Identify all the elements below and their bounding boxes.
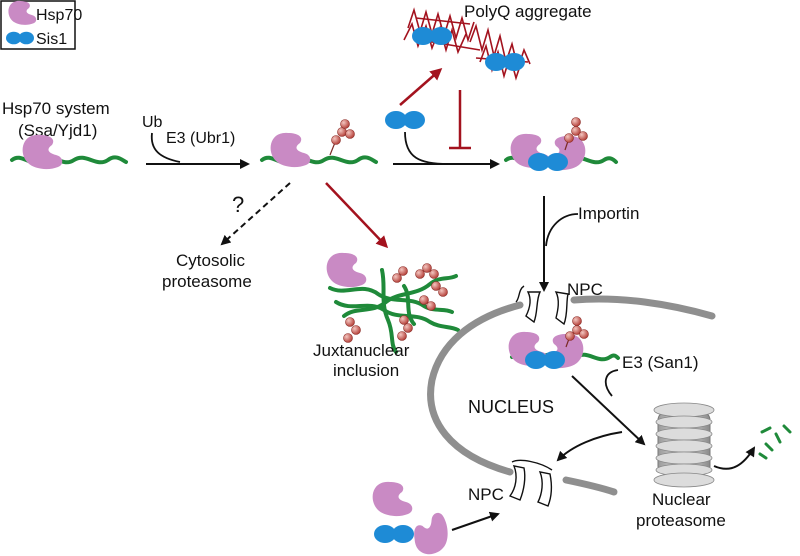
inhibition-bar xyxy=(449,90,471,150)
inclusion-formation-arrow xyxy=(325,182,389,249)
cytosolic-degradation-arrow xyxy=(220,182,291,246)
nuclear-export-arrow xyxy=(556,431,623,462)
cytosolic-proteasome-label: Cytosolic xyxy=(176,251,245,270)
hsp70-system-label: Hsp70 system xyxy=(2,99,110,118)
e3-ubr1-label: E3 (Ubr1) xyxy=(166,130,235,147)
importin-label: Importin xyxy=(578,204,639,223)
released-sis1 xyxy=(374,525,414,543)
juxtanuclear-inclusion-label: Juxtanuclear xyxy=(313,341,410,360)
juxtanuclear-inclusion-sublabel: inclusion xyxy=(333,361,399,380)
nuclear-proteasome-label: Nuclear xyxy=(652,490,711,509)
cytosolic-proteasome-sublabel: proteasome xyxy=(162,272,252,291)
hsp70-sis1-substrate-complex xyxy=(504,117,618,171)
chaperone-release-arrow xyxy=(451,511,500,531)
degraded-peptides xyxy=(758,424,792,460)
legend-hsp70-label: Hsp70 xyxy=(36,7,82,24)
polyq-sequestration-arrow xyxy=(399,68,443,106)
nuclear-substrate-complex xyxy=(508,316,620,369)
sis1-free xyxy=(385,111,425,129)
question-mark: ? xyxy=(232,192,244,217)
legend-sis1-label: Sis1 xyxy=(36,31,67,48)
substrate-complex-initial xyxy=(10,134,128,170)
nuclear-proteasome xyxy=(653,402,715,488)
released-hsp70-2 xyxy=(410,511,452,556)
ub-label: Ub xyxy=(142,114,163,131)
released-hsp70-1 xyxy=(372,481,413,517)
juxtanuclear-inclusion xyxy=(326,252,460,354)
degradation-output-arrow xyxy=(713,446,756,470)
nucleus-label: NUCLEUS xyxy=(468,397,554,417)
npc-top xyxy=(515,285,569,326)
ubiquitinated-substrate xyxy=(260,119,378,168)
legend-box: Hsp70 Sis1 xyxy=(0,0,82,50)
nuclear-degradation-arrow xyxy=(571,375,646,446)
polyq-aggregate-label: PolyQ aggregate xyxy=(464,2,592,21)
e3-san1-label: E3 (San1) xyxy=(622,353,699,372)
npc-bottom xyxy=(508,459,553,507)
npc-bottom-label: NPC xyxy=(468,485,504,504)
nuclear-envelope xyxy=(427,295,716,496)
npc-top-label: NPC xyxy=(567,280,603,299)
nuclear-proteasome-sublabel: proteasome xyxy=(636,511,726,530)
